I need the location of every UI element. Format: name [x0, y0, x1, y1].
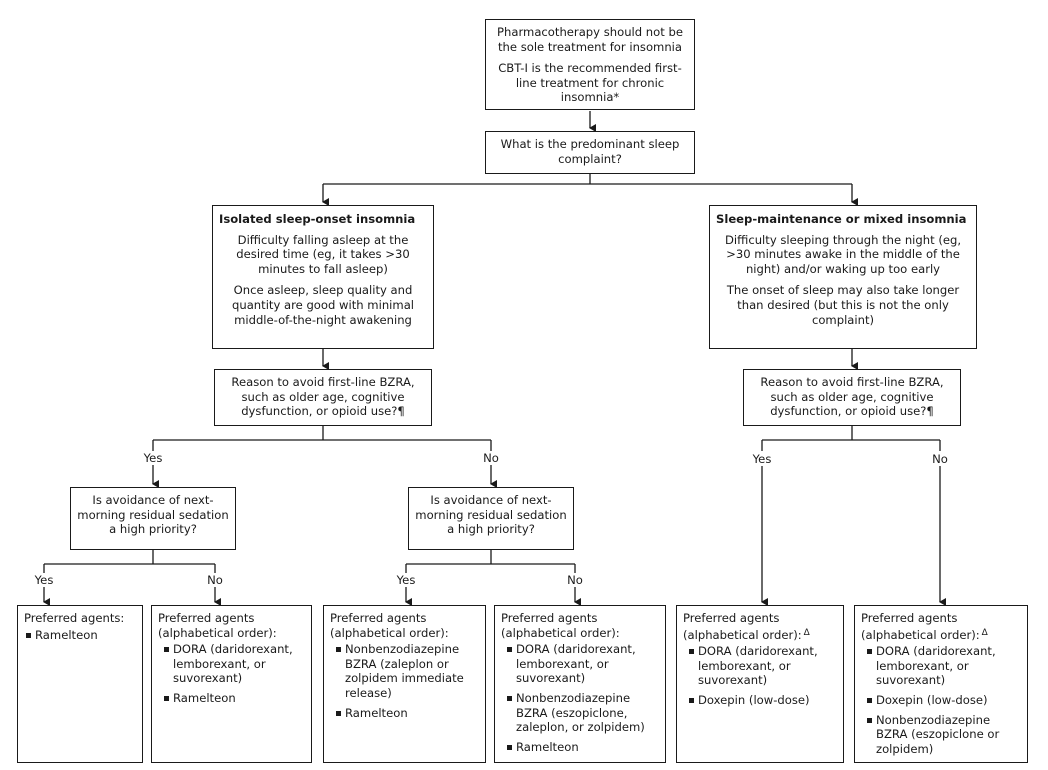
leaf-f-footnote-mark: Δ: [981, 627, 988, 638]
leaf-e-title-text: Preferred agents (alphabetical order):: [683, 611, 802, 642]
onset-title: Isolated sleep-onset insomnia: [219, 212, 416, 226]
leaf-c-item: Nonbenzodiazepine BZRA (zaleplon or zolp…: [334, 642, 479, 700]
maintenance-description: Difficulty sleeping through the night (e…: [724, 232, 962, 276]
leaf-e-footnote-mark: Δ: [803, 627, 810, 638]
top-note-box: Pharmacotherapy should not be the sole t…: [485, 19, 695, 110]
avoid-bzra-text-left: Reason to avoid first-line BZRA, such as…: [231, 375, 415, 419]
label-yes-c: Yes: [394, 573, 418, 587]
label-no-left: No: [481, 451, 501, 465]
leaf-d-item: Ramelteon: [505, 740, 659, 755]
leaf-f-title-text: Preferred agents (alphabetical order):: [861, 611, 980, 642]
sedation-question-left: Is avoidance of next-morning residual se…: [70, 487, 236, 550]
leaf-e-item: Doxepin (low-dose): [687, 693, 837, 708]
avoid-bzra-question-right: Reason to avoid first-line BZRA, such as…: [743, 369, 961, 426]
sedation-text-left: Is avoidance of next-morning residual se…: [77, 493, 229, 537]
onset-insomnia-box: Isolated sleep-onset insomnia Difficulty…: [212, 205, 434, 349]
label-yes-left: Yes: [141, 451, 165, 465]
leaf-b-title: Preferred agents (alphabetical order):: [158, 611, 277, 640]
label-yes-a: Yes: [32, 573, 56, 587]
avoid-bzra-text-right: Reason to avoid first-line BZRA, such as…: [760, 375, 944, 419]
top-note-line2: CBT-I is the recommended first-line trea…: [498, 61, 682, 105]
leaf-box-e: Preferred agents (alphabetical order):Δ …: [676, 605, 844, 763]
leaf-b-item: Ramelteon: [162, 691, 305, 706]
leaf-a-item: Ramelteon: [24, 628, 136, 643]
leaf-c-item: Ramelteon: [334, 706, 479, 721]
leaf-box-b: Preferred agents (alphabetical order): D…: [151, 605, 312, 763]
avoid-bzra-question-left: Reason to avoid first-line BZRA, such as…: [214, 369, 432, 426]
complaint-question: What is the predominant sleep complaint?: [500, 137, 680, 166]
maintenance-note: The onset of sleep may also take longer …: [726, 283, 960, 327]
top-note-line1: Pharmacotherapy should not be the sole t…: [497, 25, 683, 54]
sedation-question-right: Is avoidance of next-morning residual se…: [408, 487, 574, 550]
leaf-f-item: DORA (daridorexant, lemborexant, or suvo…: [865, 644, 1021, 688]
maintenance-insomnia-box: Sleep-maintenance or mixed insomnia Diff…: [709, 205, 977, 349]
leaf-d-item: DORA (daridorexant, lemborexant, or suvo…: [505, 642, 659, 686]
leaf-c-title: Preferred agents (alphabetical order):: [330, 611, 449, 640]
leaf-e-item: DORA (daridorexant, lemborexant, or suvo…: [687, 644, 837, 688]
label-no-b: No: [205, 573, 225, 587]
leaf-f-item: Doxepin (low-dose): [865, 693, 1021, 708]
label-yes-right: Yes: [750, 452, 774, 466]
complaint-question-box: What is the predominant sleep complaint?: [485, 131, 695, 174]
sedation-text-right: Is avoidance of next-morning residual se…: [415, 493, 567, 537]
leaf-box-a: Preferred agents: Ramelteon: [17, 605, 143, 763]
leaf-d-title: Preferred agents (alphabetical order):: [501, 611, 620, 640]
label-no-right: No: [930, 452, 950, 466]
leaf-box-d: Preferred agents (alphabetical order): D…: [494, 605, 666, 763]
label-no-d: No: [565, 573, 585, 587]
leaf-a-title: Preferred agents:: [24, 611, 125, 625]
maintenance-title: Sleep-maintenance or mixed insomnia: [716, 212, 967, 226]
leaf-d-item: Nonbenzodiazepine BZRA (eszopiclone, zal…: [505, 691, 659, 735]
onset-note: Once asleep, sleep quality and quantity …: [231, 283, 415, 327]
leaf-b-item: DORA (daridorexant, lemborexant, or suvo…: [162, 642, 305, 686]
leaf-box-c: Preferred agents (alphabetical order): N…: [323, 605, 486, 763]
leaf-box-f: Preferred agents (alphabetical order):Δ …: [854, 605, 1028, 763]
leaf-e-title: Preferred agents (alphabetical order):Δ: [683, 611, 837, 642]
leaf-f-item: Nonbenzodiazepine BZRA (eszopiclone or z…: [865, 713, 1021, 757]
onset-description: Difficulty falling asleep at the desired…: [236, 232, 410, 276]
leaf-f-title: Preferred agents (alphabetical order):Δ: [861, 611, 1021, 642]
